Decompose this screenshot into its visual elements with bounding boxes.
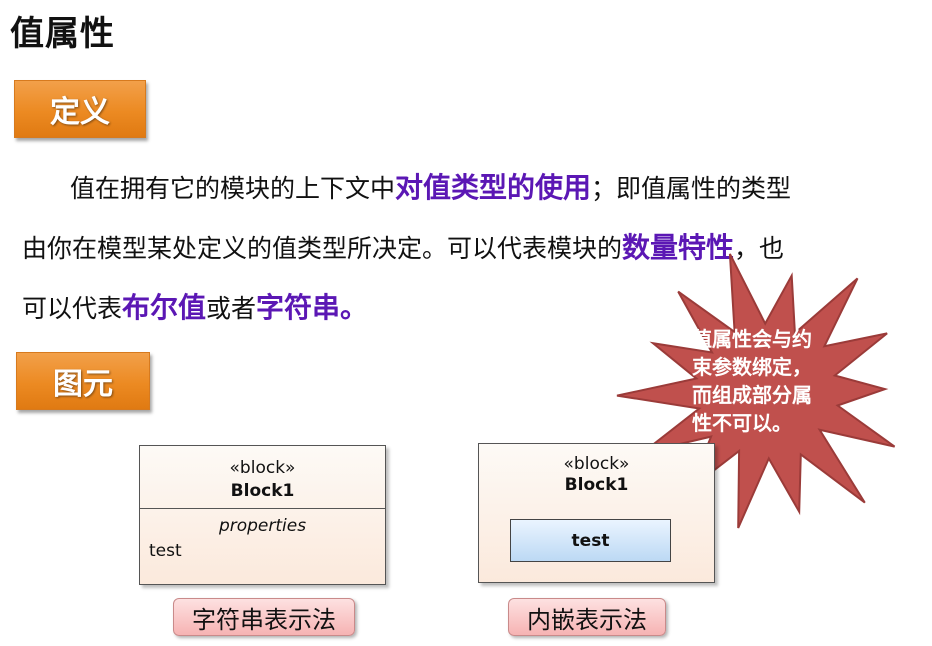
callout-line: 性不可以。 [692,411,792,435]
highlight-term: 对值类型的使用 [395,171,592,204]
definition-text: ，也 [734,234,785,263]
callout-line: 束参数绑定， [692,355,812,379]
definition-text: 可以代表 [22,294,123,323]
block-stereotype: «block» [563,454,630,474]
caption-string-notation: 字符串表示法 [173,598,355,636]
definition-paragraph: 值在拥有它的模块的上下文中对值类型的使用；即值属性的类型 由你在模型某处定义的值… [22,158,872,338]
callout-line: 而组成部分属 [692,383,812,407]
section-tag-definition: 定义 [14,80,146,138]
block-name: Block1 [564,475,629,495]
properties-compartment-label: properties [218,516,307,536]
block-stereotype: «block» [229,458,296,478]
caption-nested-notation: 内嵌表示法 [508,598,666,636]
highlight-term: 布尔值 [122,291,207,324]
definition-text: 由你在模型某处定义的值类型所决定。可以代表模块的 [22,234,623,263]
definition-text: ；即值属性的类型 [591,174,792,203]
compartment-divider [140,508,385,509]
property-item: test [149,541,182,561]
definition-line-1: 值在拥有它的模块的上下文中对值类型的使用；即值属性的类型 [22,158,872,218]
block-string-notation: «block» Block1 properties test [139,445,386,585]
block-name: Block1 [230,481,295,501]
section-tag-notation: 图元 [16,352,150,410]
callout-text: 值属性会与约 束参数绑定， 而组成部分属 性不可以。 [692,325,852,437]
definition-line-2: 由你在模型某处定义的值类型所决定。可以代表模块的数量特性，也 [22,218,872,278]
nested-part: test [510,519,671,562]
block-nested-notation: «block» Block1 test [478,443,715,583]
definition-text: 值在拥有它的模块的上下文中 [70,174,396,203]
highlight-term: 数量特性 [622,231,735,264]
definition-text: 或者 [206,294,257,323]
page-title: 值属性 [10,14,115,54]
callout-starburst-shape [616,253,896,529]
callout-starburst [616,253,896,529]
highlight-term: 字符串。 [256,291,369,324]
definition-line-3: 可以代表布尔值或者字符串。 [22,278,872,338]
callout-line: 值属性会与约 [692,327,812,351]
